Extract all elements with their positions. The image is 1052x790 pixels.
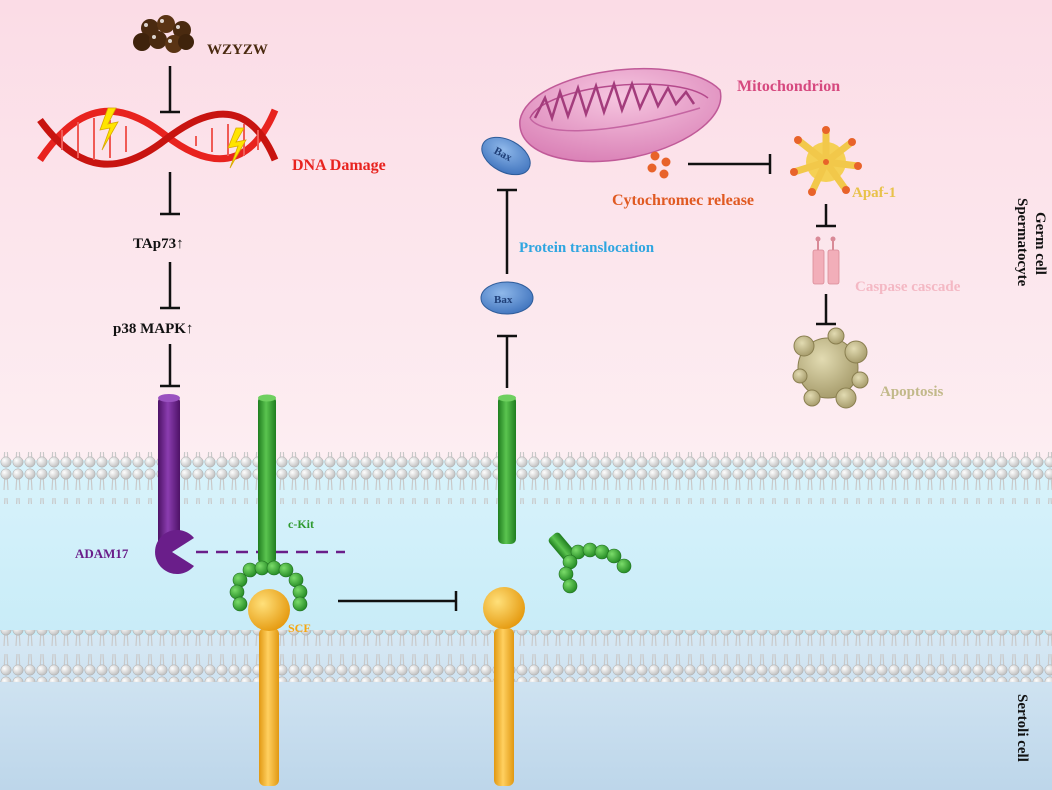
cytochrome-c-icon bbox=[647, 151, 671, 179]
ckit-receptor-left bbox=[229, 394, 308, 612]
bax-protein-lower bbox=[480, 281, 534, 315]
sertoli-cell-label: Sertoli cell bbox=[1014, 694, 1030, 762]
scf-ligand-left bbox=[248, 589, 290, 786]
lightning-icon bbox=[99, 107, 119, 151]
tap73-label: TAp73↑ bbox=[133, 236, 184, 252]
inhibit-caspase-apoptosis bbox=[816, 294, 836, 326]
adam17-label: ADAM17 bbox=[75, 546, 129, 561]
sertoli-cell-membrane bbox=[0, 630, 1052, 682]
inhibit-tap73-p38 bbox=[160, 262, 180, 310]
apaf1-apoptosome-icon bbox=[790, 126, 862, 196]
dna-helix-icon bbox=[37, 107, 279, 169]
shed-ckit-fragment bbox=[548, 532, 632, 594]
protein-translocation-label: Protein translocation bbox=[519, 240, 655, 256]
bax-protein-top bbox=[481, 136, 531, 176]
inhibit-translocation bbox=[497, 188, 517, 274]
ckit-label: c-Kit bbox=[288, 517, 314, 531]
wzyzw-label: WZYZW bbox=[207, 42, 268, 58]
adam17-protein bbox=[155, 394, 194, 574]
inhibit-dna-tap73 bbox=[160, 172, 180, 216]
inhibit-apaf-caspase bbox=[816, 204, 836, 228]
mitochondrion-label: Mitochondrion bbox=[737, 78, 840, 95]
apaf1-label: Apaf-1 bbox=[852, 185, 896, 201]
spermatocyte-label: Spermatocyte bbox=[1014, 198, 1030, 287]
bax-lower-label: Bax bbox=[494, 294, 513, 306]
inhibit-cyto-apaf bbox=[688, 154, 772, 174]
germ-cell-region bbox=[0, 0, 1052, 460]
p38-mapk-label: p38 MAPK↑ bbox=[113, 321, 193, 337]
inhibit-wzyzw-dna bbox=[160, 66, 180, 114]
cytochrome-release-label: Cytochromec release bbox=[612, 192, 754, 209]
scf-label: SCF bbox=[288, 621, 311, 635]
germ-cell-membrane bbox=[0, 452, 1052, 504]
caspase-cascade-label: Caspase cascade bbox=[855, 279, 961, 295]
ckit-receptor-right bbox=[498, 394, 516, 544]
lightning-icon bbox=[227, 127, 247, 169]
inhibit-p38-adam17 bbox=[160, 344, 180, 388]
apoptotic-cell-icon bbox=[792, 327, 869, 409]
scf-ligand-right bbox=[483, 587, 525, 786]
caspase-icon bbox=[812, 236, 840, 285]
mitochondrion-icon bbox=[519, 68, 722, 163]
dna-damage-label: DNA Damage bbox=[292, 157, 386, 174]
wzyzw-particles-icon bbox=[133, 15, 194, 53]
germ-cell-label: Germ cell bbox=[1032, 212, 1048, 275]
apoptosis-label: Apoptosis bbox=[880, 384, 944, 400]
inhibit-scf-binding bbox=[338, 591, 458, 611]
inhibit-ckit-bax bbox=[497, 334, 517, 388]
